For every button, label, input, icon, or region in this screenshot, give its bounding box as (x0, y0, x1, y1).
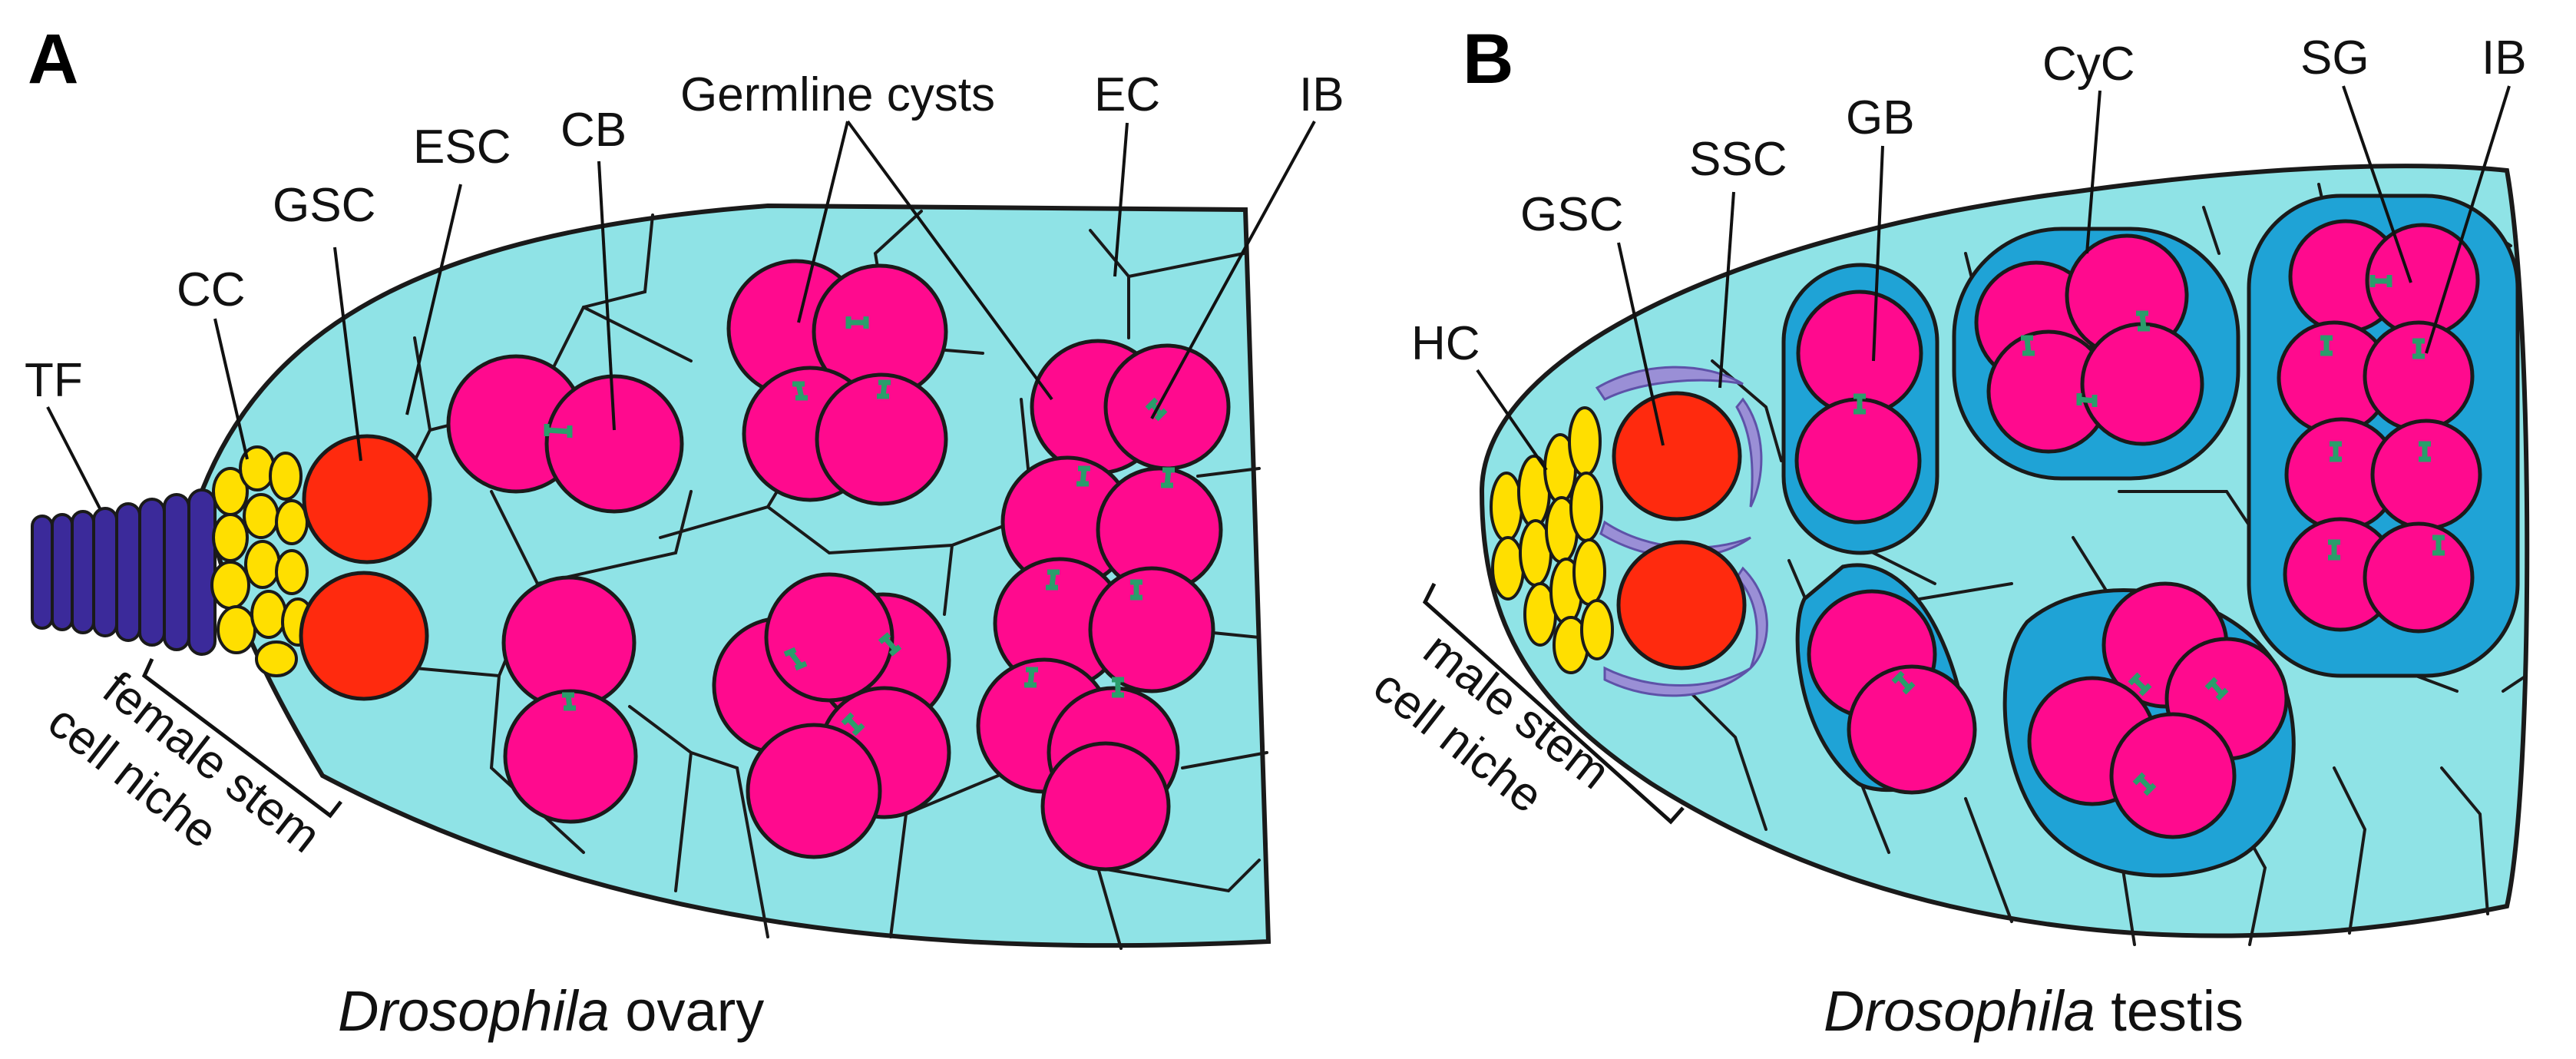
caption-testis-italic: Drosophila (1824, 979, 2095, 1043)
male-niche-bracket (1422, 582, 1685, 825)
label-ssc: SSC (1689, 133, 1787, 186)
label-gsc-a: GSC (273, 179, 375, 232)
testis-germline-stem-cells (1612, 391, 1747, 670)
somatic-stem-cells (1595, 366, 1768, 697)
label-sg: SG (2300, 31, 2369, 84)
label-esc: ESC (413, 121, 511, 174)
panel-b-testis (1422, 85, 2530, 946)
ovary-germline-stem-cells (299, 434, 432, 701)
hub-cells (1490, 406, 1614, 674)
caption-testis: Drosophila testis (1824, 979, 2244, 1043)
panel-a-leader-lines (46, 120, 1316, 509)
label-ib-a: IB (1299, 68, 1344, 121)
caption-ovary-italic: Drosophila (338, 979, 610, 1043)
terminal-filament (31, 488, 217, 656)
label-cb: CB (561, 104, 627, 157)
panel-b-letter: B (1463, 20, 1513, 98)
panel-b-leader-lines (1476, 85, 2511, 472)
caption-ovary-rest: ovary (610, 979, 765, 1043)
panel-a-letter: A (28, 20, 78, 98)
label-gsc-b: GSC (1520, 188, 1623, 241)
label-tf: TF (25, 354, 83, 407)
caption-testis-rest: testis (2095, 979, 2244, 1043)
caption-ovary: Drosophila ovary (338, 979, 764, 1043)
label-gb: GB (1846, 91, 1915, 144)
label-cyc: CyC (2042, 38, 2135, 91)
label-hc: HC (1411, 317, 1480, 370)
testis-ring-canal-bridges (1853, 275, 2445, 796)
label-ib-b: IB (2482, 31, 2527, 84)
ovary-ring-canal-bridges (544, 316, 1175, 736)
female-niche-bracket (141, 657, 342, 819)
label-ec: EC (1094, 68, 1160, 121)
panel-a-ovary (31, 120, 1316, 950)
label-germline-cysts: Germline cysts (680, 68, 995, 121)
label-cc: CC (177, 263, 246, 316)
testis-germ-cells (1794, 219, 2482, 839)
ovary-germ-cells (446, 259, 1231, 872)
